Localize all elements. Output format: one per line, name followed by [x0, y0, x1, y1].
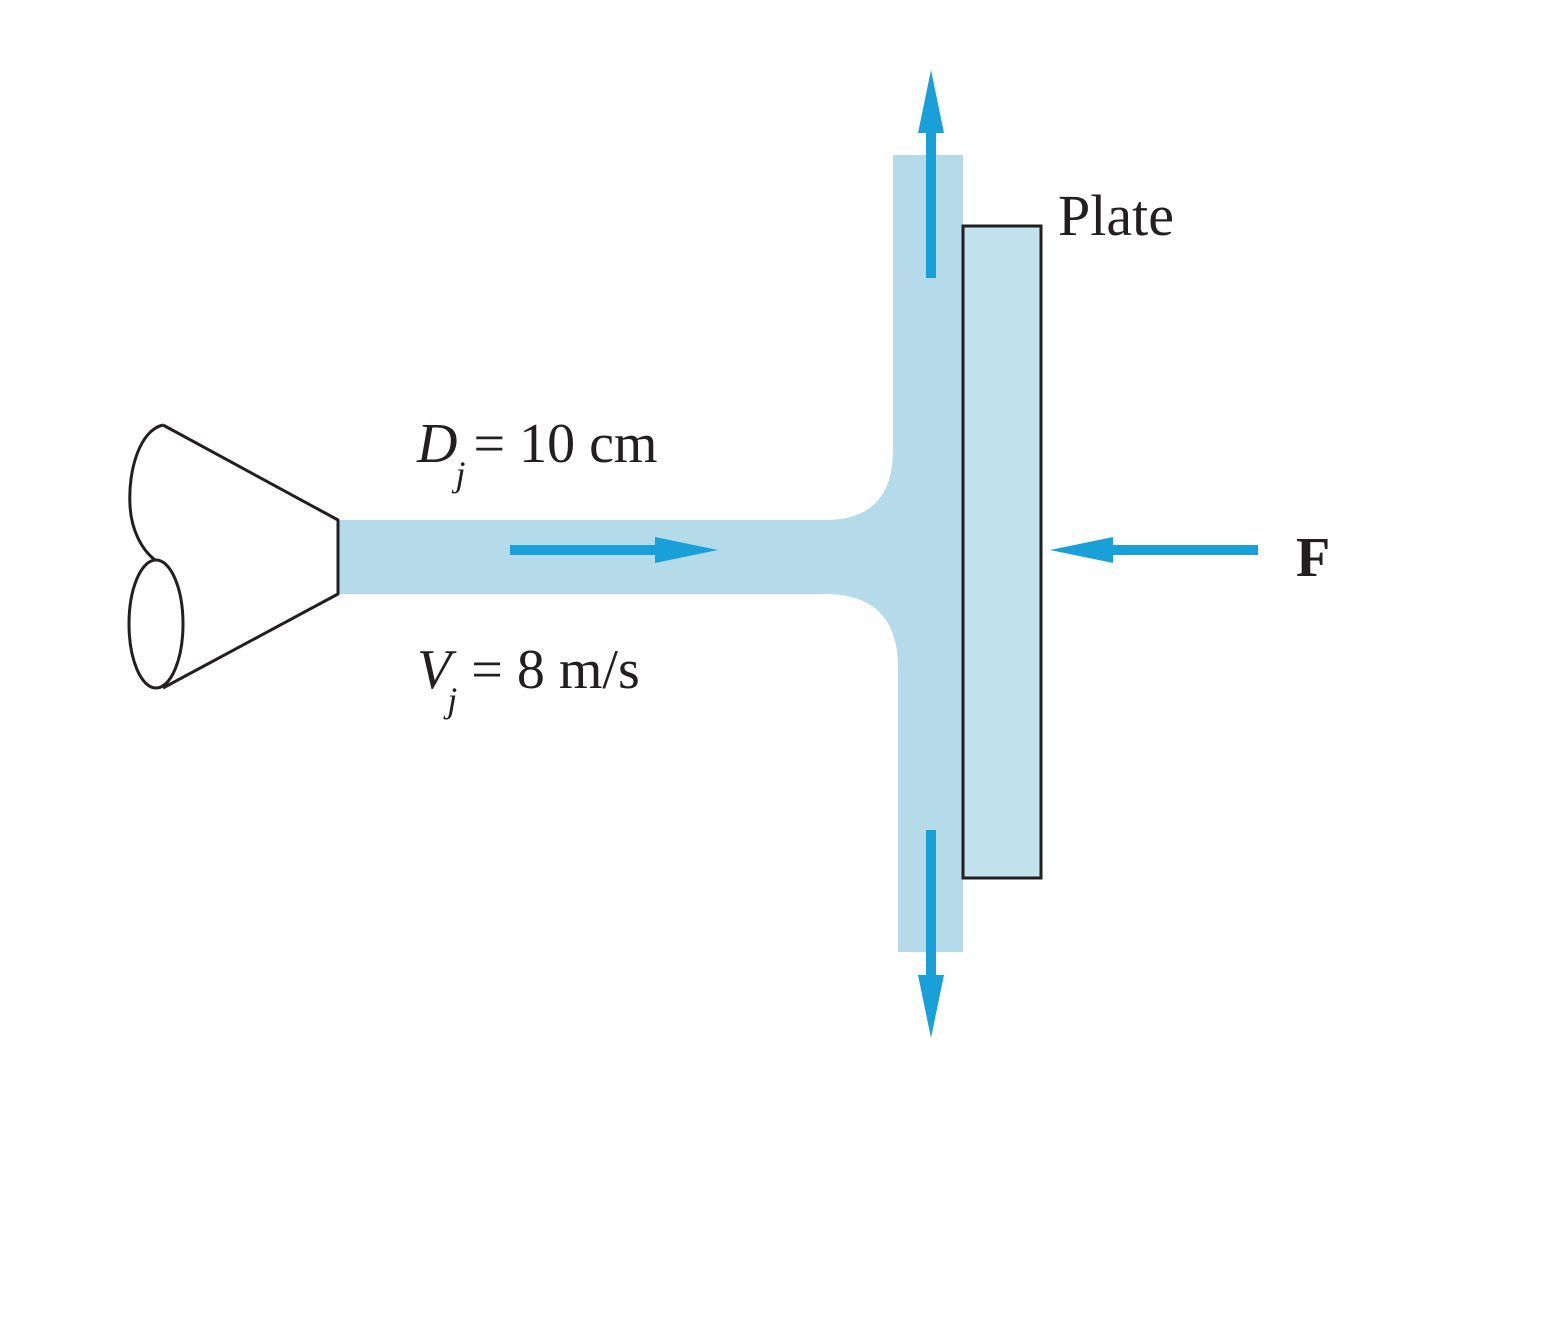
nozzle [127, 423, 340, 690]
force-label: F [1296, 527, 1330, 589]
upward-flow-arrow-icon [918, 70, 944, 278]
velocity-label: Vj=8 m/s [417, 639, 640, 720]
plate-label: Plate [1058, 183, 1174, 248]
force-arrow-icon [1050, 537, 1258, 563]
plate [961, 224, 1043, 880]
diameter-label: Dj=10 cm [416, 413, 657, 494]
downward-flow-arrow-icon [918, 830, 944, 1038]
jet-flow-arrow-icon [510, 537, 718, 563]
